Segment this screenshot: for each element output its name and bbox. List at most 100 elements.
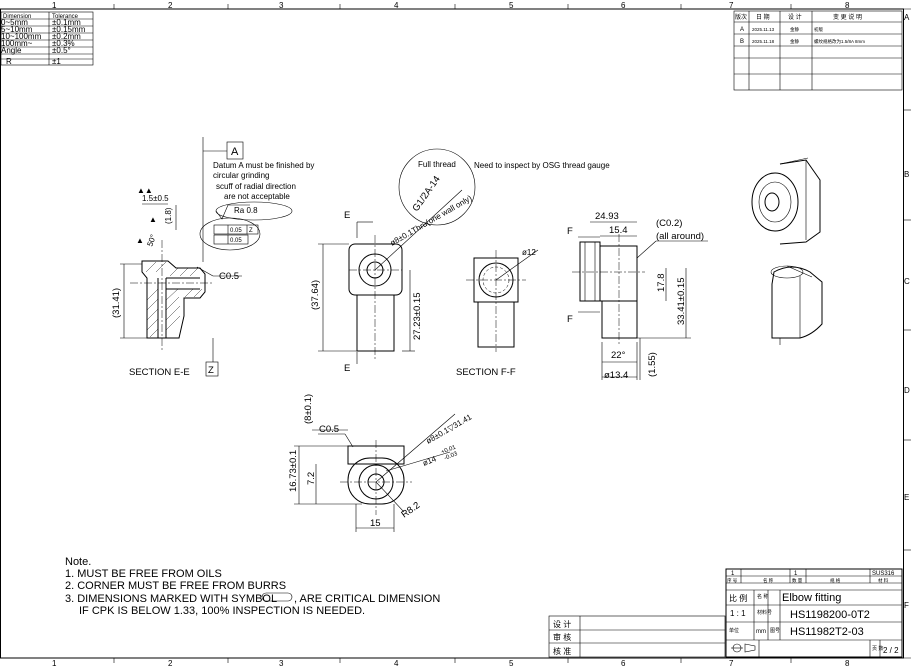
row-labels: A B C D E F bbox=[904, 13, 910, 610]
column-labels-top: 1 2 3 4 5 6 7 8 bbox=[52, 1, 850, 10]
drawing-label: 图号 bbox=[770, 628, 780, 634]
datum-note-line: scuff of radial direction bbox=[216, 182, 296, 191]
chamfer-label: C0.5 bbox=[319, 424, 339, 435]
col-label: 8 bbox=[845, 659, 850, 667]
dim-label: 24.93 bbox=[595, 211, 619, 222]
dim-label: 50° bbox=[145, 233, 158, 247]
col-label: 1 bbox=[52, 1, 57, 10]
dim-label: 17.8 bbox=[656, 274, 667, 293]
dim-label: 15 bbox=[370, 518, 381, 529]
col-label: 4 bbox=[394, 659, 399, 667]
table-cell: ±0.5° bbox=[52, 46, 71, 55]
table-cell: 10~100mm bbox=[1, 32, 42, 41]
approval-label: 审 核 bbox=[553, 632, 571, 642]
dim-label: 16.73±0.1 bbox=[288, 450, 299, 492]
col-label: 4 bbox=[394, 1, 399, 10]
section-mark-label: E bbox=[344, 210, 350, 221]
part-number: HS1198200-0T2 bbox=[790, 609, 870, 621]
title-cell: SUS316 bbox=[872, 571, 895, 577]
drawing-number: HS11982T2-03 bbox=[790, 626, 864, 638]
dim-label: 22° bbox=[611, 350, 626, 361]
row-label: E bbox=[904, 493, 909, 502]
section-mark-label: E bbox=[344, 363, 350, 374]
rev-header: 设 计 bbox=[788, 13, 802, 21]
note-line: 1. MUST BE FREE FROM OILS bbox=[65, 568, 222, 580]
col-label: 7 bbox=[729, 1, 734, 10]
iso-view-bottom bbox=[770, 265, 823, 345]
title-block: 1 1 SUS316 序 号 名 称 数 量 规 格 材 料 比 例 1 : 1… bbox=[725, 568, 903, 658]
tolerance-value: 0.05 bbox=[230, 238, 242, 244]
table-cell: Angle bbox=[1, 46, 22, 55]
part-name: Elbow fitting bbox=[782, 592, 841, 604]
table-cell: 0~5mm bbox=[1, 18, 28, 27]
table-cell: ±0.1mm bbox=[52, 18, 81, 27]
title-header: 数 量 bbox=[792, 577, 803, 584]
note-line: , ARE CRITICAL DIMENSION bbox=[294, 593, 440, 605]
thread-callout: Full thread bbox=[418, 160, 456, 169]
col-label: 3 bbox=[279, 1, 284, 10]
title-cell: 1 bbox=[731, 571, 735, 577]
critical-symbol-icon bbox=[261, 592, 293, 602]
iso-view-top bbox=[751, 157, 821, 245]
title-header: 名 称 bbox=[763, 577, 774, 584]
scale-label: 比 例 bbox=[729, 593, 747, 603]
dim-label: R8.2 bbox=[399, 500, 422, 521]
rev-cell: 初版 bbox=[814, 26, 823, 33]
col-label: 6 bbox=[621, 1, 626, 10]
front-view: Full thread G1/2A-14 Need to inspect by … bbox=[310, 148, 610, 374]
side-view: F F 24.93 15.4 (C0.2) (all around) 17.8 … bbox=[567, 211, 708, 381]
dim-label: 15.4 bbox=[609, 225, 628, 236]
datum-note-line: Datum A must be finished by bbox=[213, 161, 314, 170]
hole-spec-upper: +0.01 bbox=[441, 444, 458, 455]
dim-label: (37.64) bbox=[310, 280, 321, 310]
section-e-e: A Datum A must be finished by circular g… bbox=[111, 137, 314, 378]
table-cell: ±0.3% bbox=[52, 39, 75, 48]
tolerance-table: Dimension Tolerance 0~5mm ±0.1mm 5~10mm … bbox=[0, 11, 94, 66]
table-cell: ±0.15mm bbox=[52, 25, 86, 34]
dim-label: 7.2 bbox=[306, 472, 317, 485]
title-header: 序 号 bbox=[727, 577, 738, 584]
notes-block: Note. 1. MUST BE FREE FROM OILS 2. CORNE… bbox=[65, 556, 440, 617]
hole-spec: ø8±0.1▽31.41 bbox=[425, 412, 474, 446]
col-label: 1 bbox=[52, 659, 57, 667]
inspect-note: Need to inspect by OSG thread gauge bbox=[474, 161, 610, 170]
col-label: 6 bbox=[621, 659, 626, 667]
row-label: B bbox=[904, 170, 909, 179]
chamfer-label: C0.5 bbox=[219, 271, 239, 282]
row-label: F bbox=[904, 601, 909, 610]
rev-cell: 金静 bbox=[790, 26, 799, 32]
dim-label: (1.8) bbox=[164, 207, 173, 224]
table-header: Dimension bbox=[3, 14, 31, 20]
col-label: 5 bbox=[509, 659, 514, 667]
approval-block: 设 计 审 核 核 准 bbox=[548, 615, 726, 658]
rev-header: 日 期 bbox=[756, 13, 770, 21]
chamfer-note: (all around) bbox=[656, 231, 704, 242]
sheet-value: 2 / 2 bbox=[883, 646, 899, 655]
datum-note-line: are not acceptable bbox=[224, 192, 290, 201]
view-caption: SECTION E-E bbox=[129, 367, 190, 378]
approval-label: 设 计 bbox=[553, 619, 571, 629]
sheet-label: 页 数 bbox=[872, 645, 883, 652]
col-label: 2 bbox=[168, 1, 173, 10]
view-caption: SECTION F-F bbox=[456, 367, 516, 378]
rev-cell: 2025.11.18 bbox=[752, 39, 775, 44]
datum-a-label: A bbox=[231, 146, 239, 158]
section-f-f: ø12 SECTION F-F bbox=[456, 248, 539, 378]
sheet-border bbox=[0, 4, 911, 663]
dim-label: 33.41±0.15 bbox=[676, 278, 687, 325]
notes-title: Note. bbox=[65, 556, 91, 568]
dim-label: 1.5±0.5 bbox=[142, 194, 169, 203]
tolerance-value: 0.05 bbox=[230, 228, 242, 234]
table-header: Tolerance bbox=[52, 14, 79, 20]
title-header: 材 料 bbox=[878, 577, 889, 584]
hole-spec-lower: -0.03 bbox=[444, 451, 460, 462]
col-label: 7 bbox=[729, 659, 734, 667]
hole-spec: ø8±0.1Thru(one wall only) bbox=[389, 193, 474, 247]
material-label: 材料号 bbox=[757, 609, 772, 616]
title-cell: 1 bbox=[794, 571, 798, 577]
dim-label: (8±0.1) bbox=[303, 394, 314, 424]
scale-value: 1 : 1 bbox=[730, 609, 746, 618]
rev-header: 版次 bbox=[735, 13, 747, 21]
rev-cell: 螺纹规格改为1.5/8A 8mm bbox=[814, 38, 865, 45]
